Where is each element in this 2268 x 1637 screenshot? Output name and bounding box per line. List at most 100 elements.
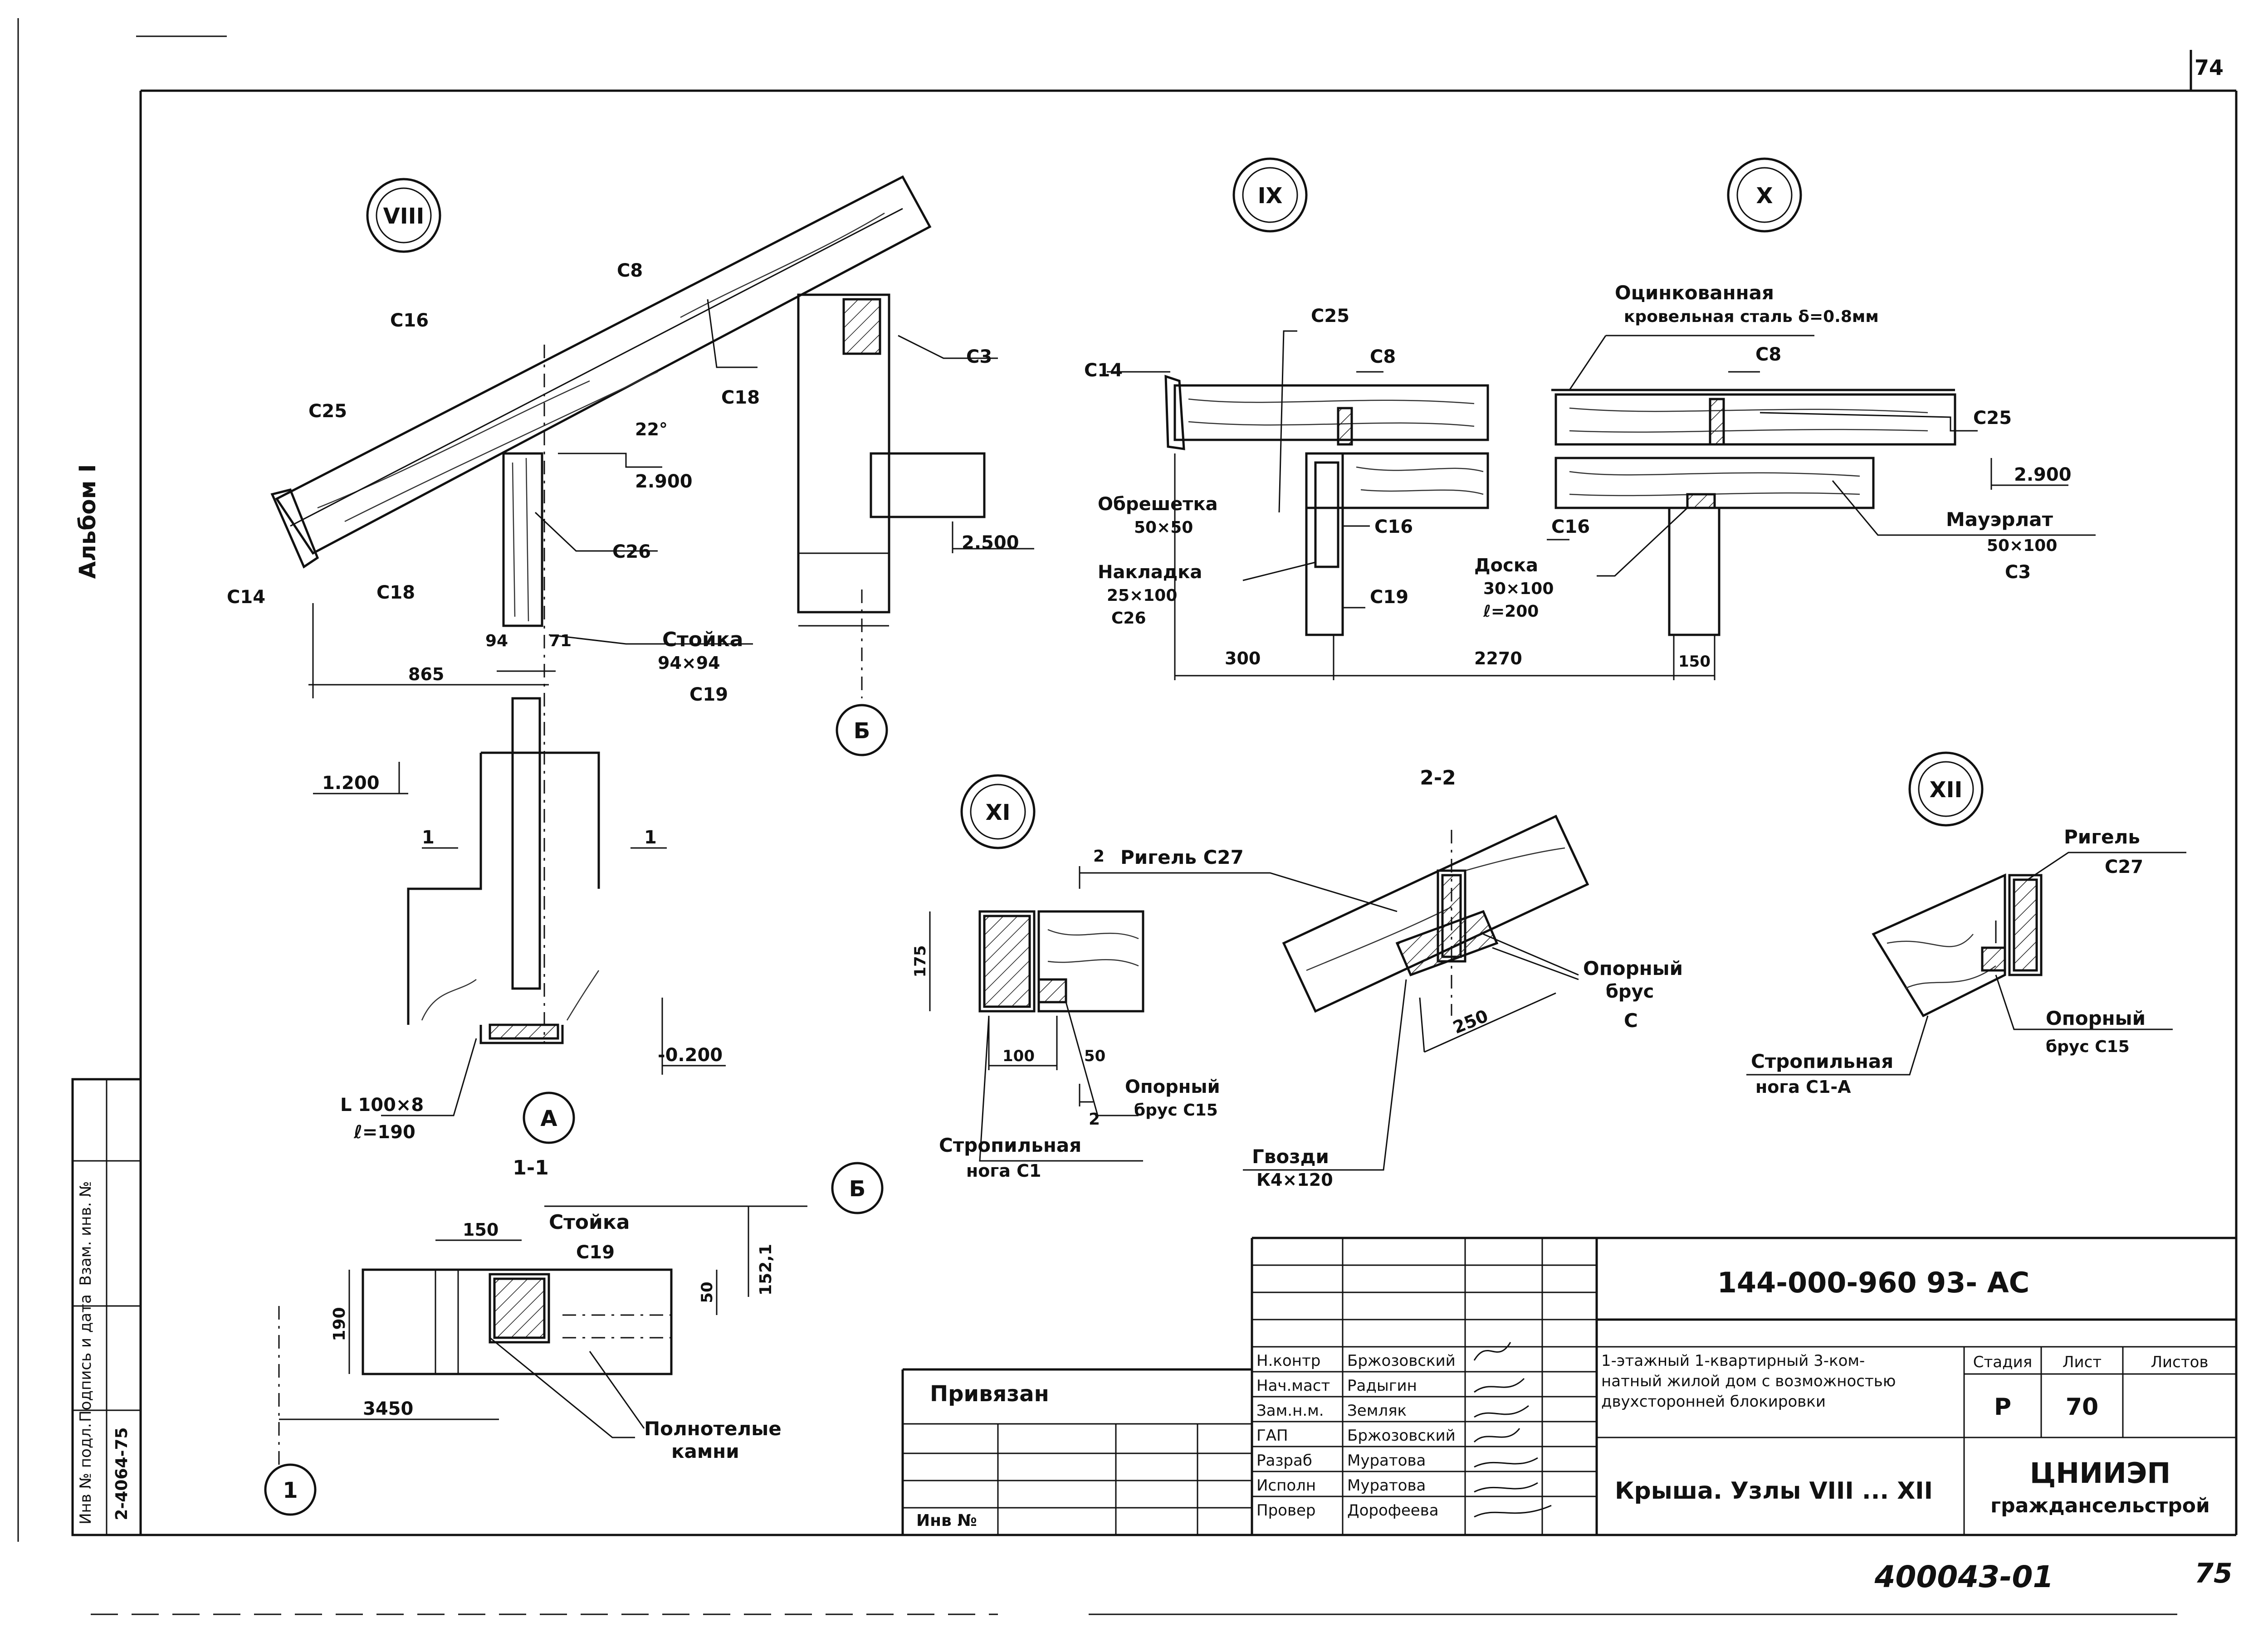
node-9-drawing <box>1107 330 1710 680</box>
signatures <box>1473 1342 1552 1518</box>
node11-dim-50: 50 <box>1084 1047 1105 1065</box>
node11-dim-175: 175 <box>911 945 929 978</box>
node8-c18-bottom: С18 <box>376 582 415 603</box>
role-2: Зам.н.м. <box>1256 1402 1324 1420</box>
node-12-label: XII <box>1930 777 1963 803</box>
sheet-title: Крыша. Узлы VIII ... XII <box>1615 1477 1933 1505</box>
node8-c3: С3 <box>966 346 992 367</box>
side-stamp <box>71 1078 142 1536</box>
node8-c26: С26 <box>612 541 651 562</box>
section11-axis-1-marker <box>264 1463 317 1516</box>
name-1: Радыгин <box>1347 1377 1417 1395</box>
section11-axis-1: 1 <box>283 1478 298 1503</box>
organization-name: ЦНИИЭП <box>2030 1457 2171 1490</box>
node9-c19: С19 <box>1370 587 1408 608</box>
node8-angle-length: ℓ=190 <box>353 1122 415 1143</box>
section11-dim-1521: 152,1 <box>757 1244 775 1296</box>
node8-dim-94: 94 <box>485 632 508 650</box>
section11-axis-b-marker <box>831 1162 884 1214</box>
inventory-label: Инв № <box>916 1511 977 1530</box>
section22-dim-250: 250 <box>1450 1006 1491 1038</box>
node-8-drawing <box>270 175 1034 1116</box>
sheet-number-top: 74 <box>2195 55 2224 80</box>
node9-c8: С8 <box>1370 346 1396 367</box>
section11-dim-190: 190 <box>330 1307 349 1341</box>
name-2: Земляк <box>1347 1402 1407 1420</box>
role-1: Нач.маст <box>1256 1377 1330 1395</box>
node11-opor-2: брус С15 <box>1134 1101 1218 1120</box>
section11-axis-b: Б <box>849 1176 866 1202</box>
node-11-drawing <box>929 866 1398 1162</box>
node9-dim-2270: 2270 <box>1474 648 1522 668</box>
node8-dim-865: 865 <box>408 664 444 684</box>
section22-gvozdi: Гвозди <box>1252 1145 1329 1168</box>
node12-strop-1: Стропильная <box>1751 1050 1893 1072</box>
node8-level-1200: 1.200 <box>322 773 380 794</box>
section11-dim-3450: 3450 <box>363 1398 413 1419</box>
node9-nakladka: Накладка <box>1098 562 1202 583</box>
node-8-label: VIII <box>383 204 425 229</box>
side-stamp-signature: Подпись и дата <box>77 1294 95 1422</box>
node9-nakladka-c26: С26 <box>1111 609 1146 628</box>
role-3: ГАП <box>1256 1427 1288 1445</box>
node8-angle: 22° <box>635 419 668 439</box>
section-1-1-drawing <box>278 1205 807 1465</box>
role-6: Провер <box>1256 1501 1316 1520</box>
section-2-2-title: 2-2 <box>1420 766 1456 789</box>
stage-header: Стадия <box>1973 1353 2032 1371</box>
node-9-label: IX <box>1258 183 1283 209</box>
node8-level-minus-200: -0.200 <box>658 1045 723 1066</box>
node-11-marker <box>960 774 1036 849</box>
node8-c14: С14 <box>227 587 265 608</box>
role-5: Исполн <box>1256 1476 1316 1495</box>
organization-subname: граждансельстрой <box>1990 1494 2210 1517</box>
album-label: Альбом I <box>74 464 101 579</box>
name-5: Муратова <box>1347 1476 1426 1495</box>
node8-angle-steel: L 100×8 <box>340 1095 424 1116</box>
section11-stoyka-c19: С19 <box>576 1242 615 1263</box>
section22-opor-2: брус <box>1606 981 1654 1002</box>
node8-level-2500: 2.500 <box>962 532 1019 553</box>
name-3: Бржозовский <box>1347 1427 1456 1445</box>
node12-riegel-2: С27 <box>2105 857 2143 877</box>
node9-obreshetka-size: 50×50 <box>1134 518 1193 537</box>
node-12-drawing <box>1746 852 2186 1076</box>
node11-strop-2: нога С1 <box>966 1161 1041 1181</box>
node12-riegel-1: Ригель <box>2064 826 2140 848</box>
node10-mauerlat: Мауэрлат <box>1946 508 2053 531</box>
node10-c8: С8 <box>1755 344 1781 365</box>
node-9-marker <box>1232 157 1308 233</box>
node-11-label: XI <box>986 800 1011 825</box>
section11-stones-2: камни <box>671 1440 739 1462</box>
node11-opor-1: Опорный <box>1125 1077 1220 1097</box>
node10-dim-150: 150 <box>1678 653 1711 671</box>
node8-c18-top: С18 <box>721 387 760 408</box>
node9-c14: С14 <box>1084 360 1123 381</box>
node10-doska-size: 30×100 <box>1483 580 1554 598</box>
node8-dim-71: 71 <box>549 632 572 650</box>
side-stamp-inv-value: 2-4064-75 <box>112 1427 131 1520</box>
node8-cut-1-right: 1 <box>644 827 657 848</box>
node-12-marker <box>1908 751 1984 827</box>
side-stamp-inv: Инв № подл. <box>77 1423 95 1525</box>
node-8-marker <box>366 178 441 253</box>
node9-c16: С16 <box>1374 516 1413 537</box>
project-line-2: натный жилой дом с возможностью <box>1601 1372 1896 1390</box>
sheet-number-bottom: 75 <box>2195 1558 2233 1589</box>
node11-cut-2-bottom: 2 <box>1089 1110 1100 1129</box>
sheet-header: Лист <box>2063 1353 2102 1371</box>
node11-cut-2-top: 2 <box>1093 847 1105 866</box>
section11-dim-50: 50 <box>698 1281 716 1303</box>
node12-strop-2: нога С1-А <box>1755 1077 1851 1097</box>
role-4: Разраб <box>1256 1452 1312 1470</box>
section22-opor-1: Опорный <box>1583 957 1683 979</box>
title-block-grid <box>901 1237 2236 1535</box>
node8-stoyka-c19: С19 <box>689 684 728 705</box>
node11-dim-100: 100 <box>1002 1047 1035 1065</box>
project-line-1: 1-этажный 1-квартирный 3-ком- <box>1601 1352 1865 1370</box>
node12-opor-2: брус С15 <box>2046 1038 2130 1056</box>
node10-level-2900: 2.900 <box>2014 464 2072 485</box>
node10-doska: Доска <box>1474 555 1538 576</box>
node9-dim-300: 300 <box>1225 648 1261 668</box>
node10-c25: С25 <box>1973 408 2012 429</box>
